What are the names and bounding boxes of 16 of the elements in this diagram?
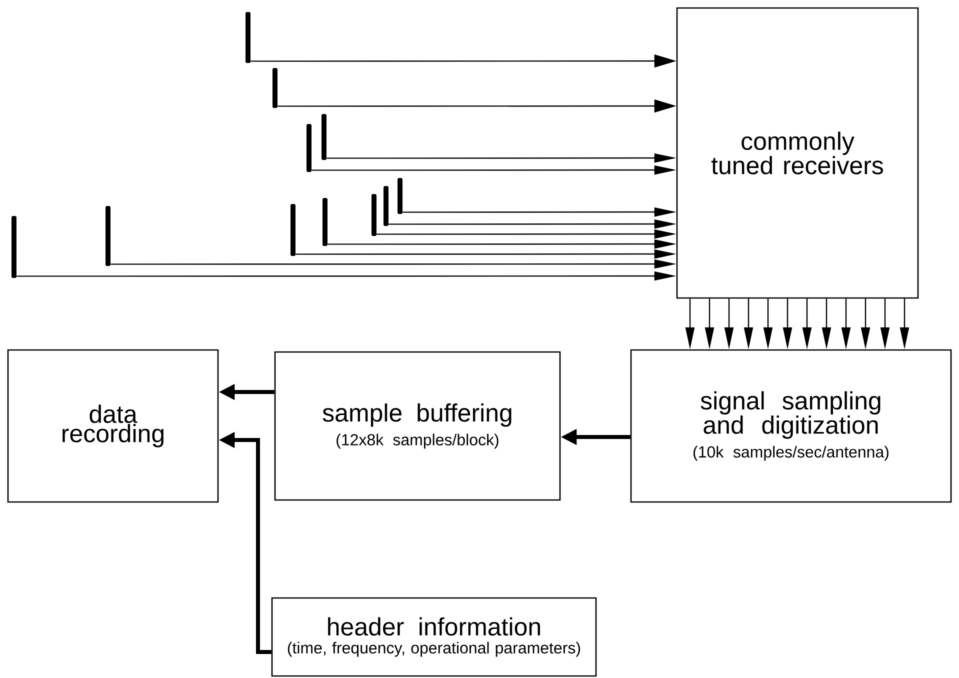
- process-box: data recording: [7, 349, 219, 503]
- antenna-symbol: [272, 68, 278, 108]
- antenna-symbol: [322, 114, 326, 160]
- antenna-symbol: [12, 216, 16, 278]
- antenna-symbol: [290, 204, 296, 256]
- antenna-symbol: [398, 178, 402, 214]
- antenna-symbol: [106, 206, 110, 266]
- antenna-symbol: [384, 186, 388, 226]
- process-box: sample buffering (12x8k samples/block): [274, 351, 561, 501]
- antenna-symbol: [322, 198, 328, 246]
- antenna-symbol: [246, 12, 250, 63]
- process-box: header information (time, frequency, operational parameters): [271, 597, 597, 677]
- process-box: commonly tuned receivers: [676, 7, 919, 299]
- antenna-symbol: [306, 124, 312, 172]
- antenna-symbol: [372, 194, 376, 236]
- process-box: signal sampling and digitization (10k samples/sec/antenna): [630, 349, 952, 503]
